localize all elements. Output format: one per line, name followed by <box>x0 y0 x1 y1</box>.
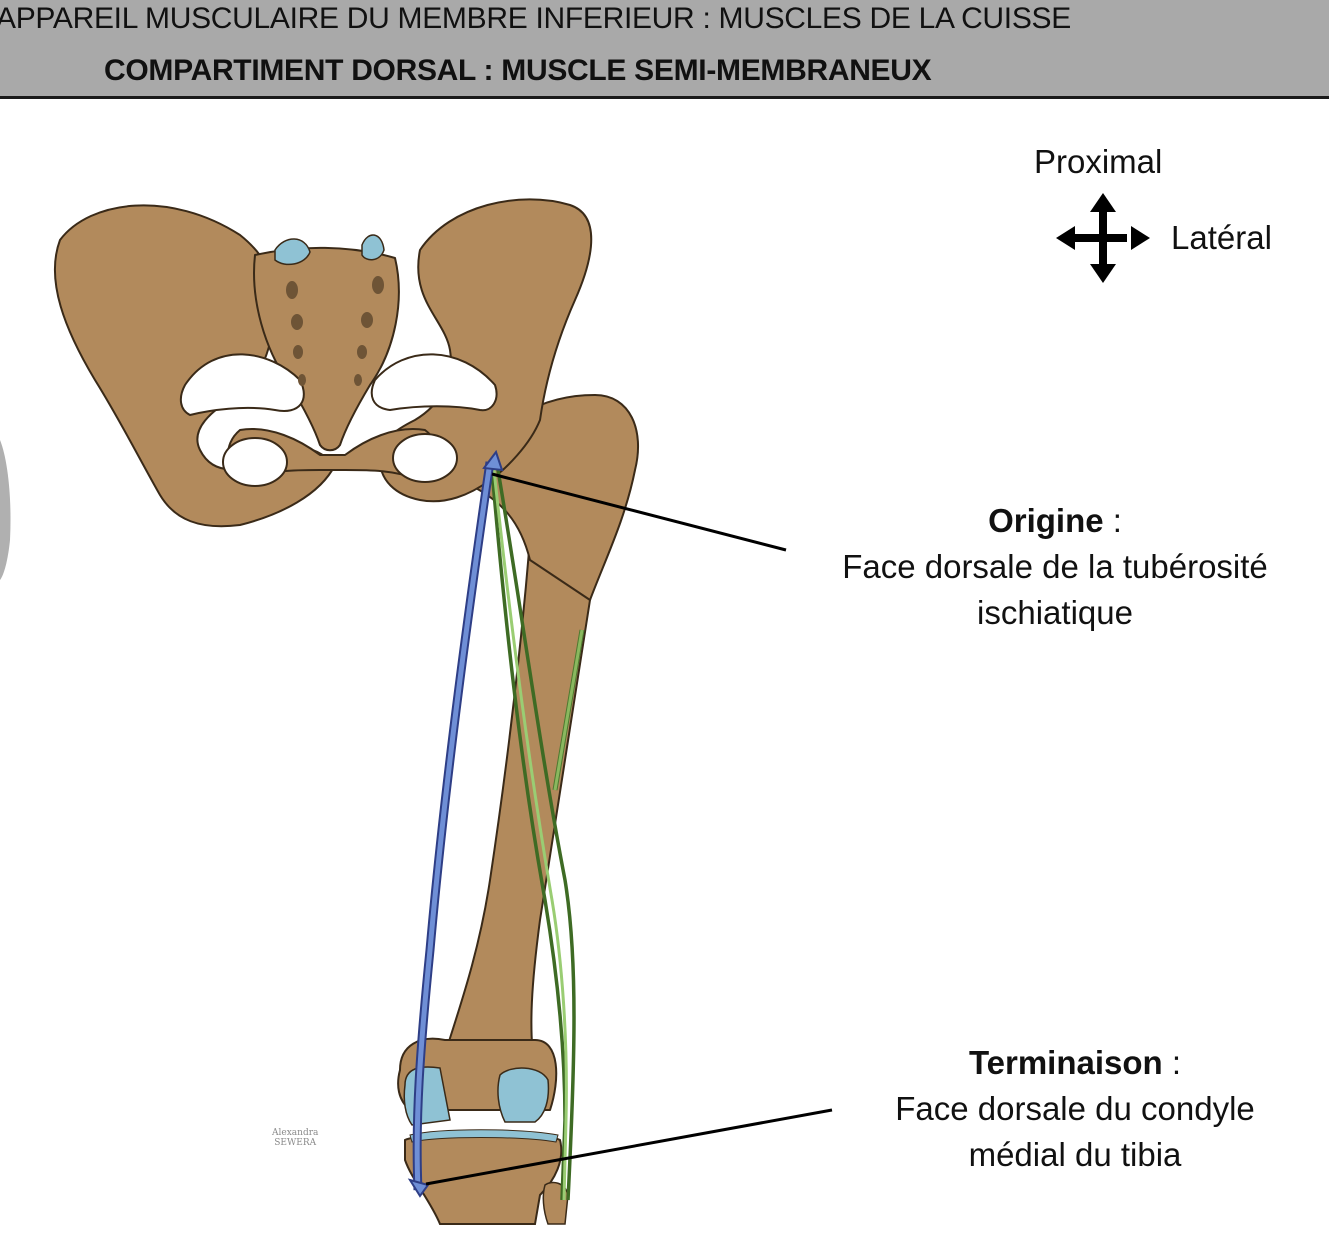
origin-sep: : <box>1103 502 1122 539</box>
green-muscle-fill <box>492 469 568 1201</box>
linea-aspera-fill <box>553 629 584 791</box>
lateral-label: Latéral <box>1171 219 1272 256</box>
artist-signature: Alexandra SEWERA <box>272 1128 318 1148</box>
origin-annotation: Origine : Face dorsale de la tubérosité … <box>800 498 1310 636</box>
proximal-label: Proximal <box>1034 143 1163 180</box>
sacral-facet-right <box>361 234 385 261</box>
insertion-leader-line <box>425 1108 833 1186</box>
signature-line1: Alexandra <box>272 1128 319 1138</box>
page-subtitle: COMPARTIMENT DORSAL : MUSCLE SEMI-MEMBRA… <box>104 54 932 87</box>
insertion-line1: Face dorsale du condyle <box>895 1090 1255 1127</box>
origin-line1: Face dorsale de la tubérosité <box>842 548 1268 585</box>
insertion-point <box>407 1178 430 1198</box>
femoral-condyle-cartilage-right <box>497 1067 550 1123</box>
sacral-foramen <box>286 281 298 299</box>
insertion-annotation: Terminaison : Face dorsale du condyle mé… <box>830 1040 1320 1178</box>
sacral-foramen <box>361 312 373 328</box>
sacral-foramen <box>291 314 303 330</box>
obturator-foramen-left <box>222 437 288 487</box>
pelvic-inlet <box>179 353 305 417</box>
obturator-foramen-right <box>392 433 458 483</box>
pelvic-inlet-right <box>370 353 498 412</box>
origin-leader-line <box>491 472 787 552</box>
edge-artifact <box>0 440 11 580</box>
orientation-arrows-icon <box>1056 193 1150 283</box>
origin-point <box>482 449 504 472</box>
insertion-sep: : <box>1162 1044 1182 1081</box>
green-muscle <box>490 469 576 1201</box>
sacral-foramen <box>298 374 306 386</box>
insertion-title: Terminaison <box>968 1044 1163 1081</box>
signature-line2: SEWERA <box>274 1138 317 1148</box>
origin-title: Origine <box>988 502 1104 539</box>
origin-line2: ischiatique <box>977 594 1133 631</box>
tibial-plateau-cartilage <box>409 1129 559 1143</box>
semimembranosus-muscle-fill <box>414 461 493 1191</box>
sacral-foramen <box>293 345 303 359</box>
page-title: APPAREIL MUSCULAIRE DU MEMBRE INFERIEUR … <box>0 2 1071 35</box>
sacral-facet-left <box>274 238 311 266</box>
header-banner: APPAREIL MUSCULAIRE DU MEMBRE INFERIEUR … <box>0 0 1329 99</box>
sacral-foramen <box>372 276 384 294</box>
insertion-heading: Terminaison : <box>830 1040 1320 1086</box>
tibia <box>404 1132 563 1225</box>
sacral-foramen <box>357 345 367 359</box>
sacral-foramen <box>354 374 362 386</box>
insertion-line2: médial du tibia <box>968 1136 1182 1173</box>
origin-heading: Origine : <box>800 498 1310 544</box>
